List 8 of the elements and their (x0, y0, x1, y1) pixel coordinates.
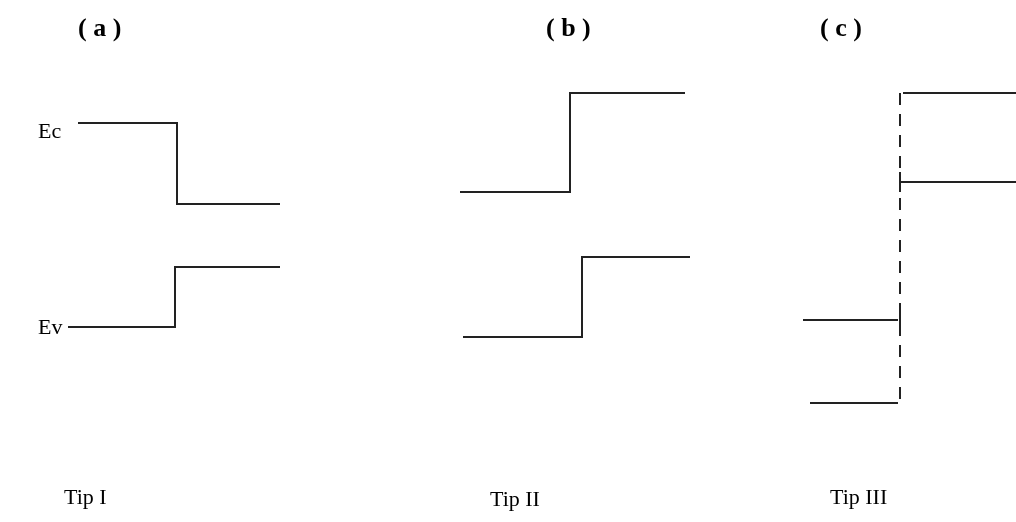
band-label: Ev (38, 313, 63, 341)
panel-label: ( a ) (78, 12, 122, 44)
type-label: Tip III (830, 483, 888, 511)
panel-label: ( c ) (820, 12, 862, 44)
type-label: Tip I (64, 483, 107, 511)
type-label: Tip II (490, 485, 540, 513)
band-label: Ec (38, 117, 62, 145)
panel-label: ( b ) (546, 12, 591, 44)
